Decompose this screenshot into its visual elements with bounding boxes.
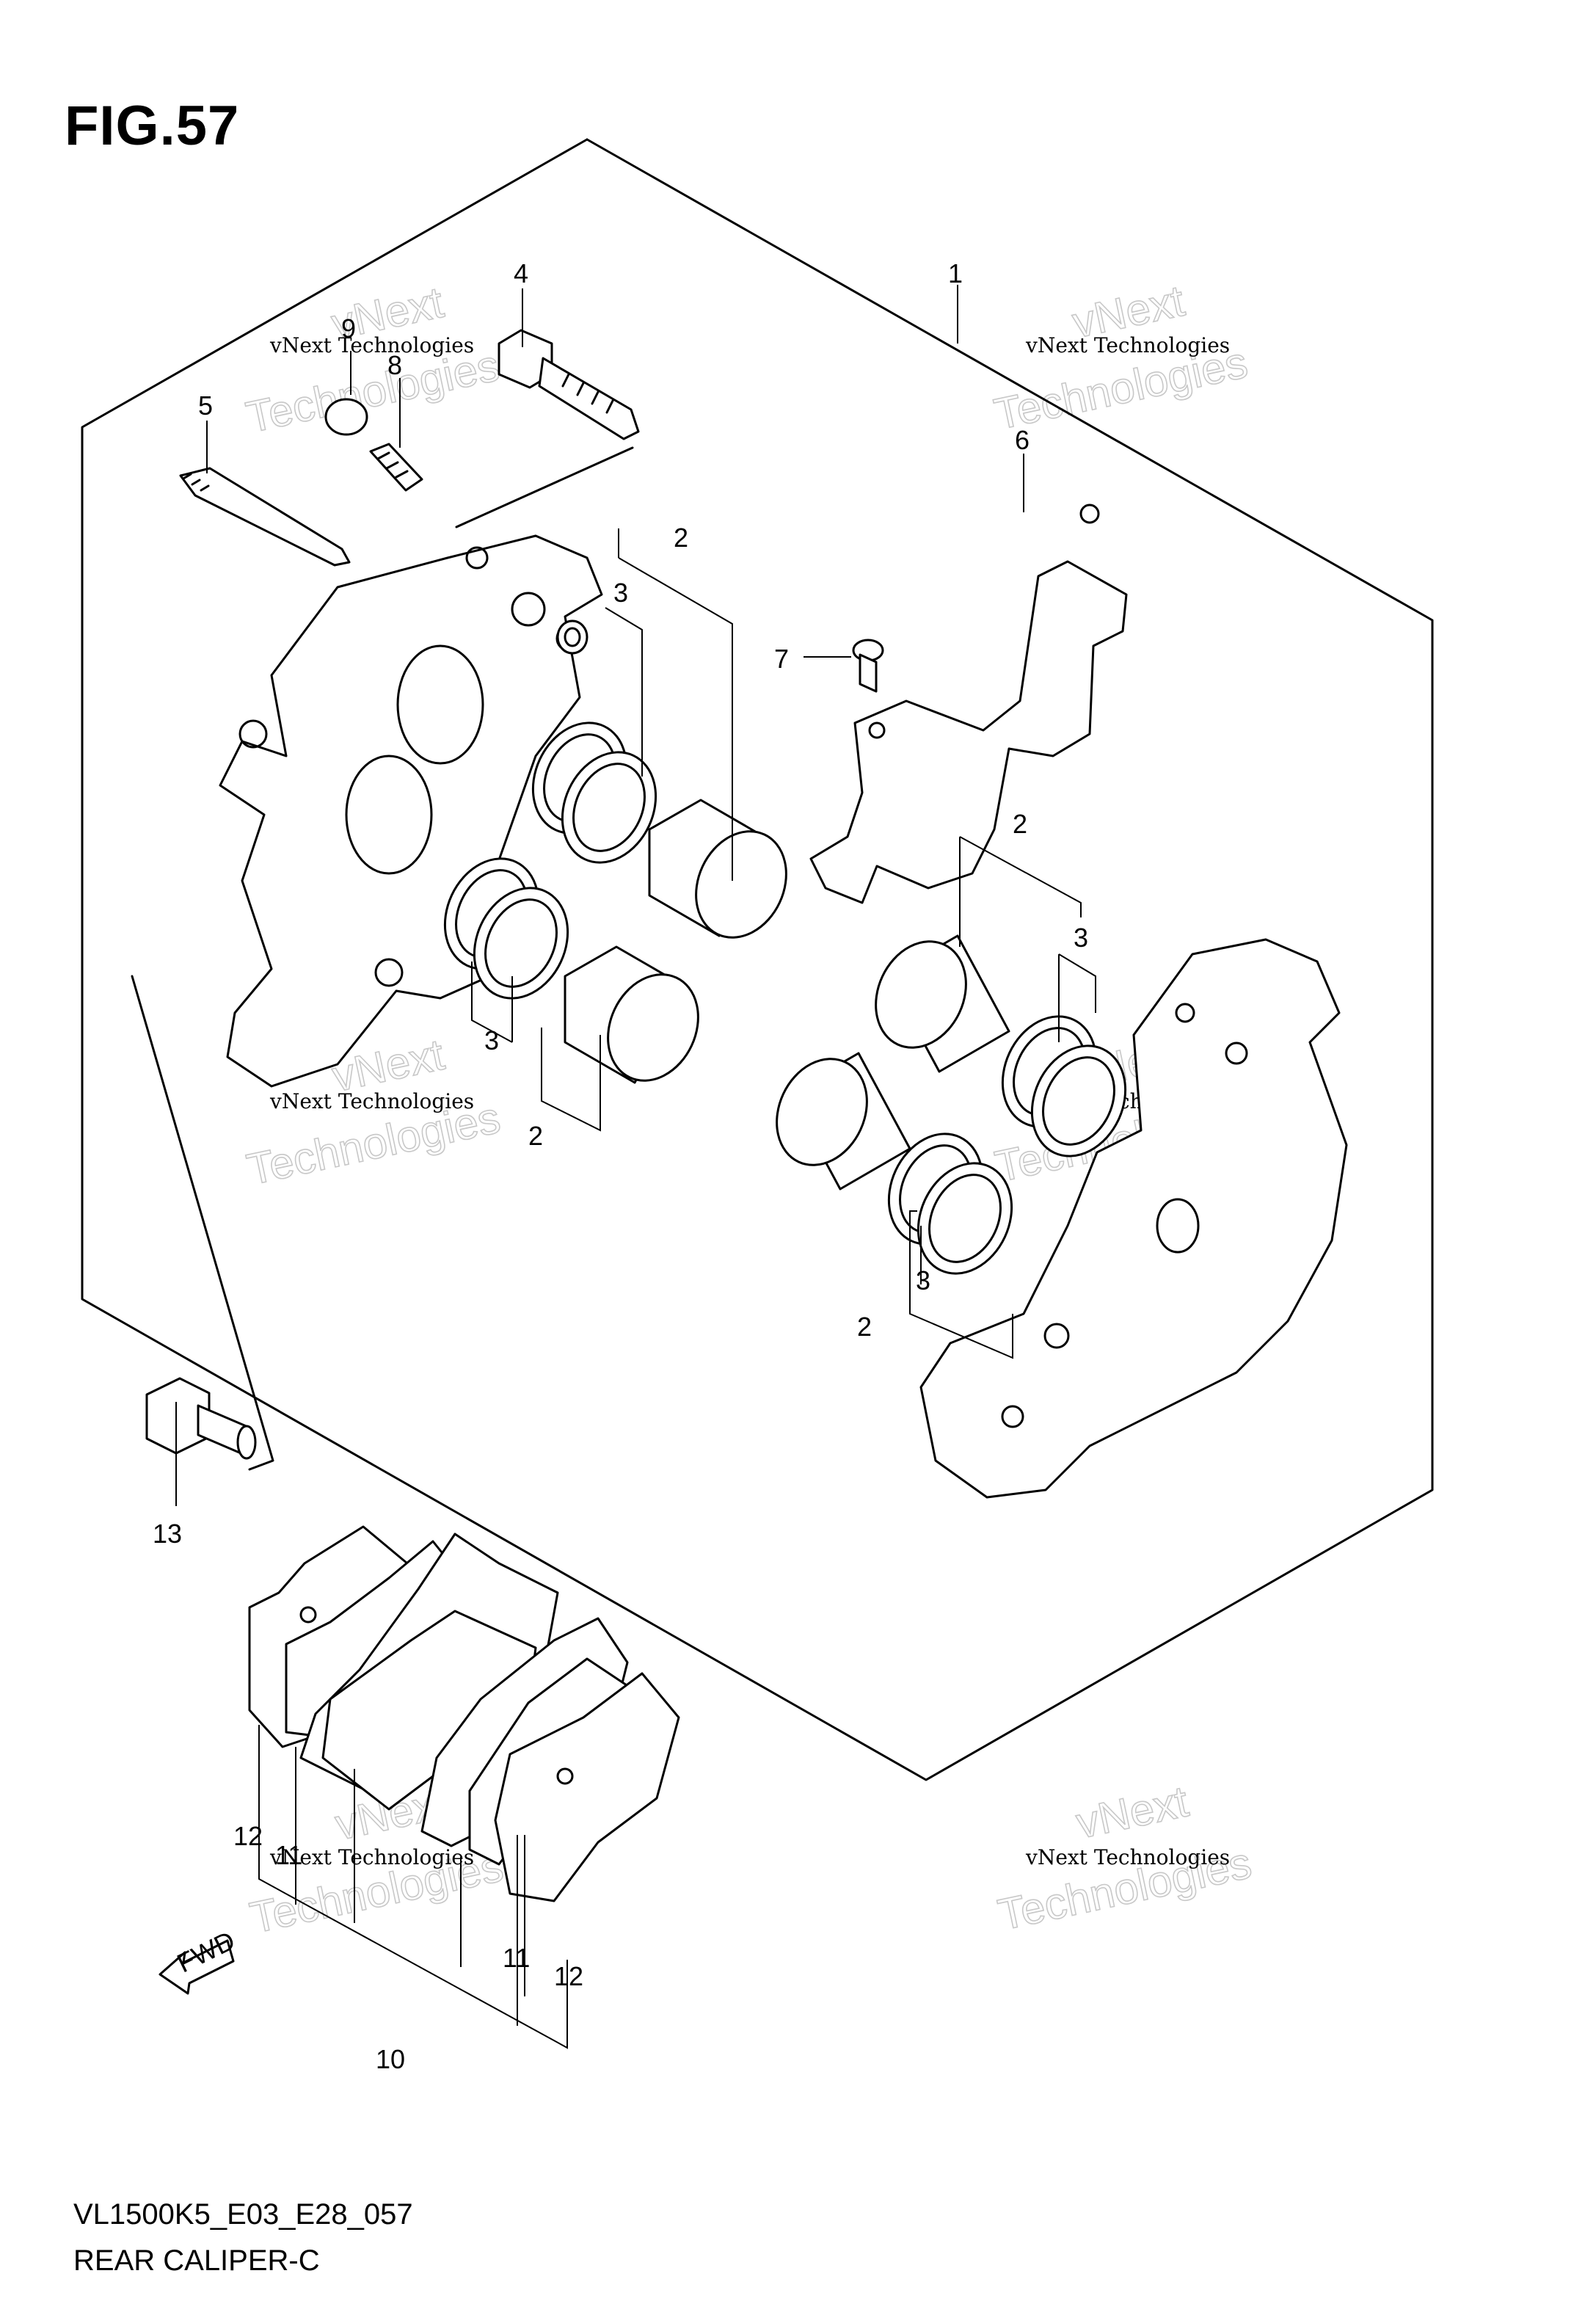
callout-3: 3: [613, 578, 628, 608]
callout-11: 11: [275, 1840, 302, 1870]
assembly-boundary: [81, 138, 1434, 1781]
watermark-text: vNext Technologies: [269, 333, 474, 357]
right-piston-lower: [776, 1052, 911, 1190]
diagram-name: REAR CALIPER-C: [73, 2244, 320, 2277]
right-seal-lower-2: [917, 1162, 1013, 1275]
watermark-text: vNext Technologies: [1025, 333, 1230, 357]
watermark-text: vNext Technologies: [269, 1845, 474, 1869]
callout-6: 6: [1015, 425, 1030, 455]
left-seal-upper-2: [561, 751, 657, 864]
left-piston-lower: [564, 945, 699, 1084]
callout-12: 12: [233, 1821, 263, 1851]
callout-3: 3: [916, 1265, 930, 1295]
callout-12: 12: [554, 1961, 583, 1991]
left-caliper-washer: [556, 619, 589, 655]
callout-10: 10: [376, 2044, 405, 2074]
right-piston-upper: [875, 934, 1010, 1073]
figure-title: FIG.57: [65, 95, 240, 157]
right-caliper-housing: [919, 938, 1348, 1499]
callout-2: 2: [1013, 809, 1027, 839]
callout-9: 9: [341, 313, 356, 343]
part-7-screw: [852, 639, 884, 693]
boundary-break-upper-left: [455, 446, 634, 528]
right-seal-upper-2: [1030, 1044, 1127, 1157]
fwd-direction-arrow: FWD: [158, 1925, 239, 1995]
boundary-break-lower-left: [131, 975, 274, 1471]
part-4-mounting-bolt: [498, 329, 640, 440]
part-8-bleeder-valve: [369, 443, 423, 492]
callout-labels: 1 2 3 3 2 2 3 3 2 4 5 6 7 8 9 10 11 11 1…: [153, 258, 1088, 2074]
callout-2: 2: [857, 1312, 872, 1342]
watermark-big-top: vNext: [1072, 1776, 1192, 1847]
part-13-bleeder-bolt: [145, 1377, 257, 1460]
left-piston-upper: [648, 799, 787, 939]
part-5-pad-pin: [179, 467, 351, 567]
left-seal-lower-2: [473, 887, 569, 1000]
callout-7: 7: [774, 644, 789, 674]
callout-8: 8: [387, 350, 402, 380]
callout-13: 13: [153, 1519, 182, 1549]
callout-2: 2: [674, 523, 688, 553]
part-10-brake-pad-left: [299, 1533, 559, 1811]
model-code: VL1500K5_E03_E28_057: [73, 2198, 413, 2231]
watermark-text: vNext Technologies: [1025, 1845, 1230, 1869]
callout-3: 3: [484, 1025, 499, 1055]
callout-2: 2: [528, 1121, 543, 1151]
callout-4: 4: [514, 258, 528, 288]
part-12-pad-shim-right: [494, 1672, 680, 1902]
part-9-cap: [324, 398, 368, 436]
part-6-pad-spring: [809, 504, 1128, 904]
callout-3: 3: [1074, 923, 1088, 953]
leader-lines: [175, 285, 1096, 2049]
callout-11: 11: [503, 1943, 530, 1973]
callout-5: 5: [198, 390, 213, 421]
watermark-text: vNext Technologies: [269, 1089, 474, 1113]
callout-1: 1: [948, 258, 963, 288]
